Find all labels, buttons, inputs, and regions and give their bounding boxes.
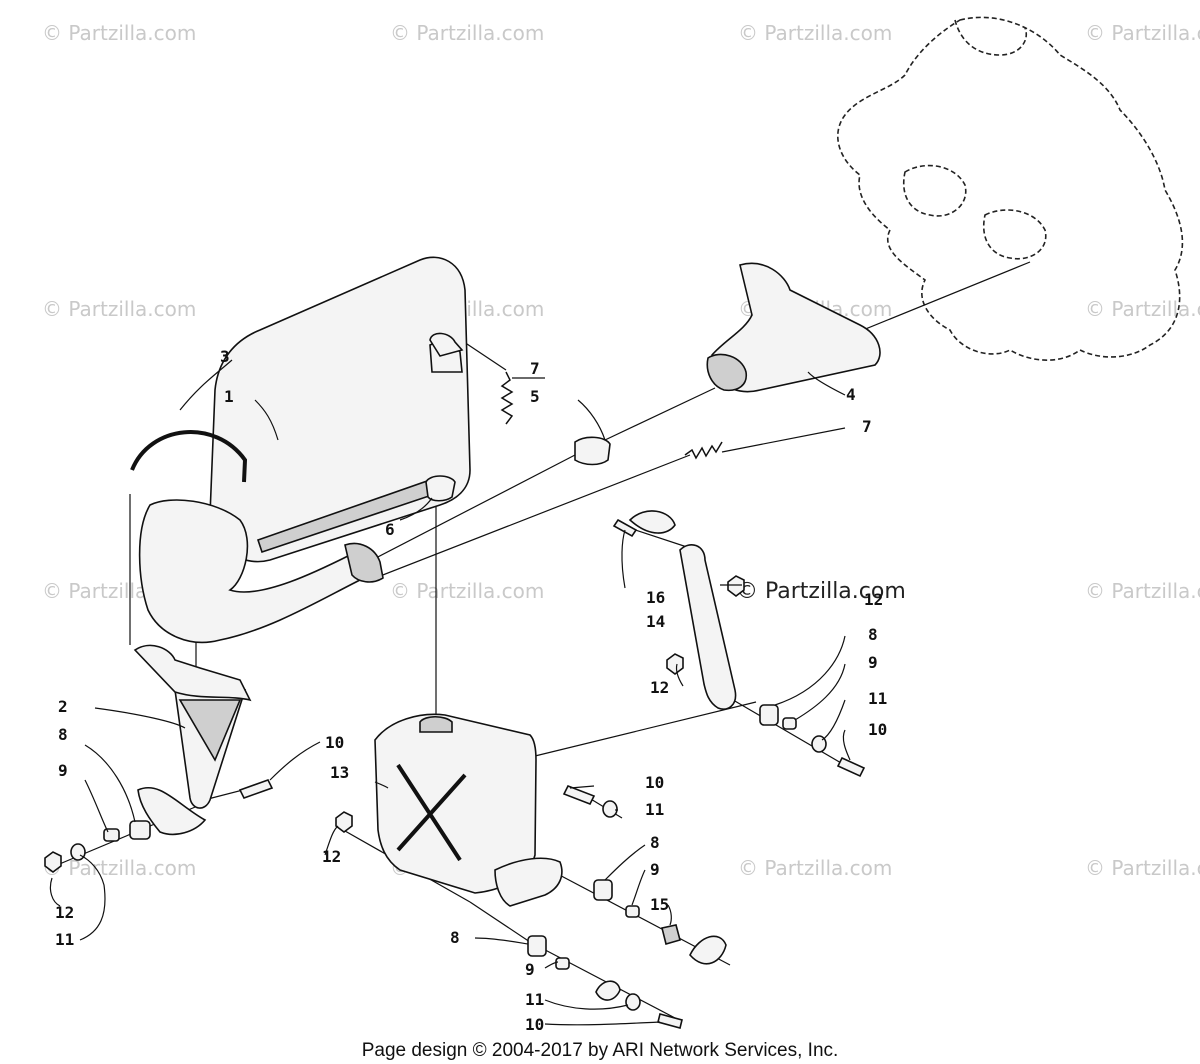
callout-10: 10 xyxy=(645,773,664,792)
nut xyxy=(335,811,353,833)
watermark: © Partzilla.com xyxy=(738,856,892,880)
damper-plate xyxy=(595,980,621,1001)
bushing xyxy=(555,957,570,970)
callout-3: 3 xyxy=(220,347,230,366)
watermark: © Partzilla.com xyxy=(42,297,196,321)
bushing xyxy=(782,717,797,730)
callout-10: 10 xyxy=(325,733,344,752)
spacer xyxy=(527,935,547,957)
callout-11: 11 xyxy=(525,990,544,1009)
canister xyxy=(374,713,537,894)
watermark: © Partzilla.com xyxy=(738,21,892,45)
callout-8: 8 xyxy=(58,725,68,744)
watermark: © Partzilla.com xyxy=(1085,856,1200,880)
bushing xyxy=(625,905,640,918)
nut xyxy=(727,575,745,597)
callout-12: 12 xyxy=(650,678,669,697)
callout-4: 4 xyxy=(846,385,856,404)
callout-9: 9 xyxy=(58,761,68,780)
exhaust-manifold xyxy=(706,262,881,393)
grommet xyxy=(425,475,456,502)
callout-10: 10 xyxy=(525,1015,544,1034)
damper-plate xyxy=(628,510,676,534)
muffler xyxy=(209,256,471,563)
watermark: © Partzilla.com xyxy=(390,21,544,45)
callout-leaders xyxy=(49,359,851,1026)
support-arm xyxy=(679,544,737,710)
bolt-left xyxy=(238,779,274,799)
spring xyxy=(684,441,723,460)
watermark: © Partzilla.com xyxy=(1085,579,1200,603)
mount-bracket xyxy=(494,857,563,907)
washer xyxy=(602,800,618,818)
damper-plate xyxy=(689,935,727,965)
callout-11: 11 xyxy=(868,689,887,708)
spacer xyxy=(759,704,779,726)
bolt xyxy=(836,756,866,778)
callout-8: 8 xyxy=(868,625,878,644)
callout-15: 15 xyxy=(650,895,669,914)
spacer xyxy=(593,879,613,901)
watermark: © Partzilla.com xyxy=(390,579,544,603)
spacer-left xyxy=(129,820,151,840)
watermark: © Partzilla.com xyxy=(1085,21,1200,45)
bolt xyxy=(657,1013,683,1029)
callout-8: 8 xyxy=(650,833,660,852)
callout-14: 14 xyxy=(646,612,665,631)
callout-13: 13 xyxy=(330,763,349,782)
callout-10: 10 xyxy=(868,720,887,739)
callout-7: 7 xyxy=(862,417,872,436)
callout-9: 9 xyxy=(650,860,660,879)
washer-left xyxy=(70,843,86,861)
callout-1: 1 xyxy=(224,387,234,406)
bushing-left xyxy=(103,828,120,842)
nut xyxy=(666,653,684,675)
nut-left xyxy=(44,851,62,873)
heat-shield xyxy=(130,430,248,483)
watermark: © Partzilla.com xyxy=(1085,297,1200,321)
spring xyxy=(500,371,514,425)
bolt xyxy=(612,518,638,538)
bolt xyxy=(562,784,596,806)
damper-plate xyxy=(137,787,207,836)
washer xyxy=(625,993,641,1011)
callout-9: 9 xyxy=(868,653,878,672)
callout-2: 2 xyxy=(58,697,68,716)
callout-7: 7 xyxy=(530,359,540,378)
exhaust-seal-ring xyxy=(574,436,611,466)
watermark-prominent: © Partzilla.com xyxy=(736,579,906,604)
callout-12: 12 xyxy=(55,903,74,922)
expansion-chamber xyxy=(138,499,384,644)
page-footer: Page design © 2004-2017 by ARI Network S… xyxy=(362,1040,839,1061)
callout-16: 16 xyxy=(646,588,665,607)
callout-5: 5 xyxy=(530,387,540,406)
callout-8: 8 xyxy=(450,928,460,947)
callout-12: 12 xyxy=(864,590,883,609)
watermark: © Partzilla.com xyxy=(42,21,196,45)
hanger-bracket xyxy=(133,644,252,809)
callouts: 3 1 7 5 4 7 6 16 14 12 8 12 9 11 10 2 10… xyxy=(55,347,887,1034)
callout-6: 6 xyxy=(385,520,395,539)
callout-12: 12 xyxy=(322,847,341,866)
callout-11: 11 xyxy=(645,800,664,819)
engine-outline xyxy=(836,16,1184,361)
watermark: © Partzilla.com xyxy=(42,856,196,880)
callout-11: 11 xyxy=(55,930,74,949)
callout-9: 9 xyxy=(525,960,535,979)
clip xyxy=(661,924,681,945)
